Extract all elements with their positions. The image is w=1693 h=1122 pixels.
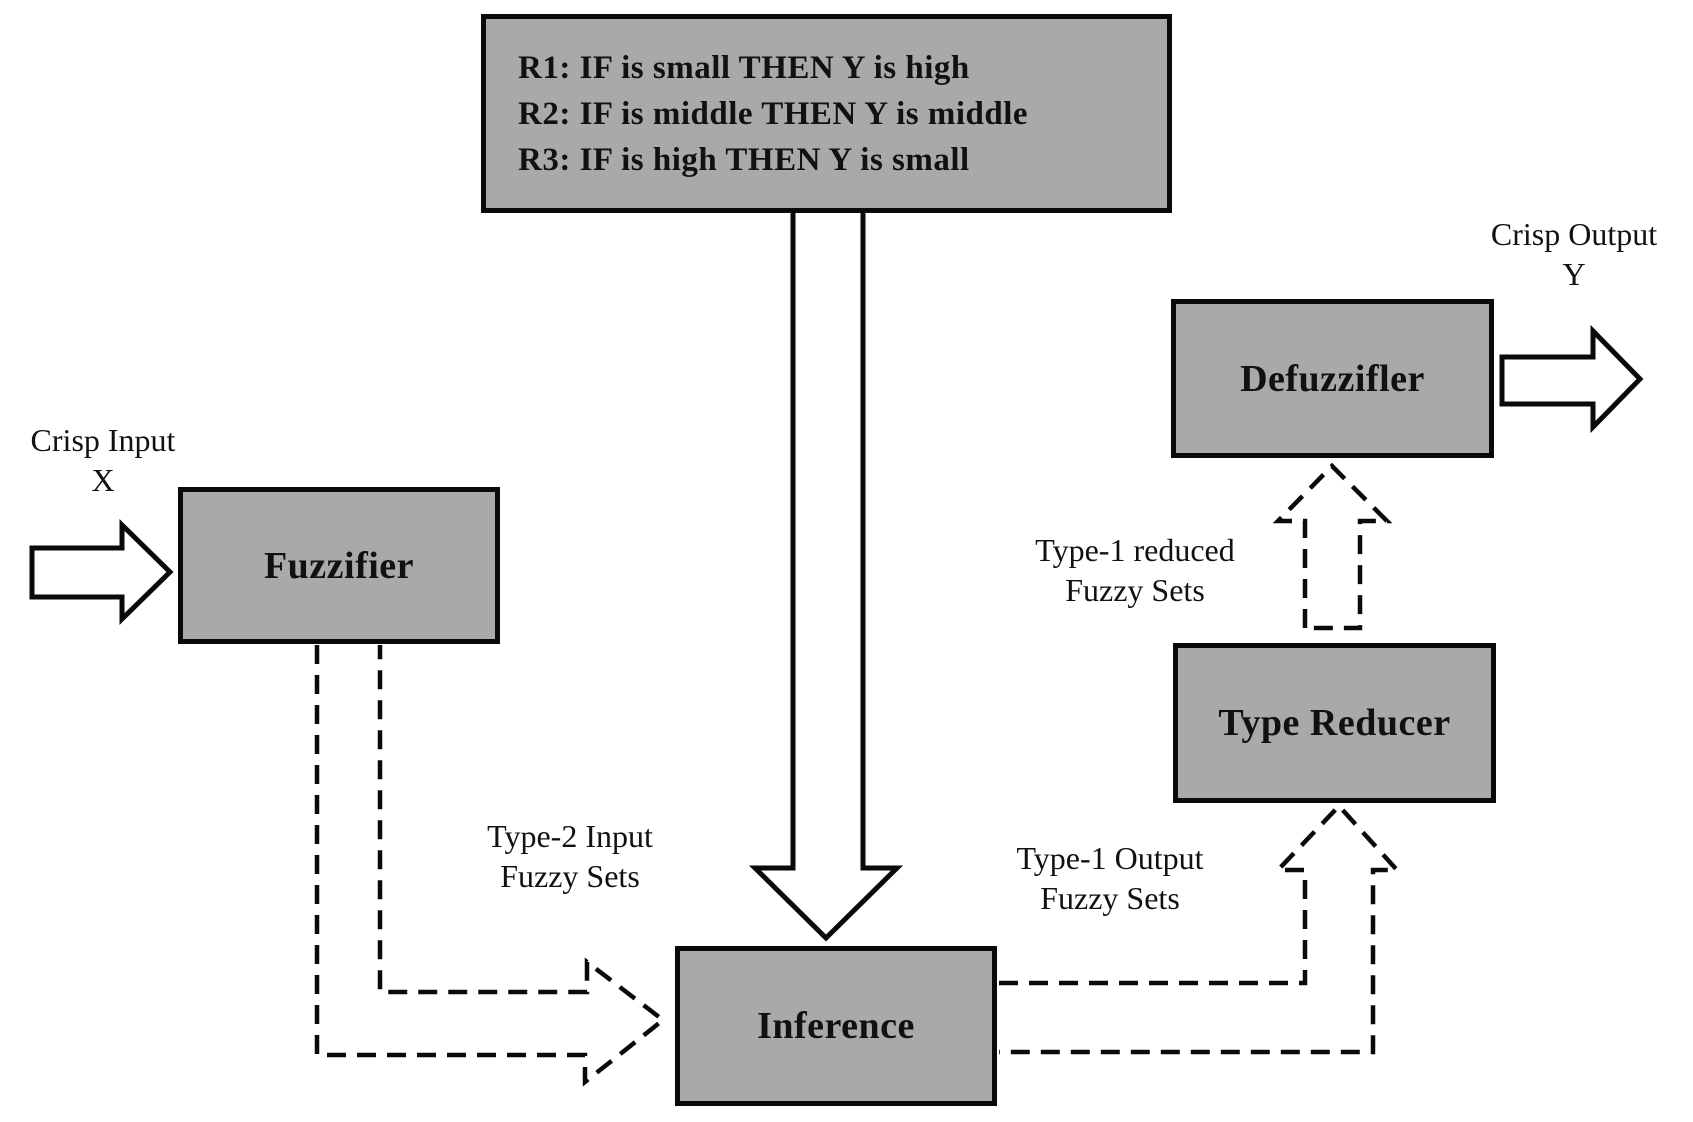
type-reducer-label: Type Reducer <box>1218 702 1451 744</box>
crisp-output-line1: Crisp Output <box>1490 216 1658 252</box>
defuzzifier-label: Defuzzifler <box>1240 357 1425 400</box>
rules-box: R1: IF is small THEN Y is high R2: IF is… <box>481 14 1172 213</box>
crisp-output-arrow <box>1499 324 1644 434</box>
inference-to-type-reducer-dashed-arrow <box>999 802 1403 1055</box>
crisp-input-line1: Crisp Input <box>30 422 176 458</box>
type-reducer-to-defuzzifier-dashed-arrow <box>1272 462 1393 631</box>
inference-label: Inference <box>757 1005 915 1047</box>
fuzzifier-label: Fuzzifier <box>263 544 415 587</box>
crisp-input-line2: X <box>91 462 115 498</box>
type2-input-fuzzy-sets-label: Type-2 Input Fuzzy Sets <box>445 816 695 896</box>
type2-input-line2: Fuzzy Sets <box>500 858 640 894</box>
type1-reduced-line2: Fuzzy Sets <box>1065 572 1205 608</box>
type2-input-line1: Type-2 Input <box>487 818 653 854</box>
type-reducer-box: Type Reducer <box>1173 643 1496 803</box>
crisp-output-line2: Y <box>1562 256 1586 292</box>
type1-reduced-line1: Type-1 reduced <box>1035 532 1235 568</box>
rule-2: R2: IF is middle THEN Y is middle <box>518 95 1029 132</box>
crisp-output-label: Crisp Output Y <box>1455 214 1693 294</box>
crisp-input-arrow <box>29 519 174 625</box>
rule-3: R3: IF is high THEN Y is small <box>518 141 970 178</box>
rules-to-inference-arrow <box>748 207 904 942</box>
defuzzifier-box: Defuzzifler <box>1171 299 1494 458</box>
type1-output-fuzzy-sets-label: Type-1 Output Fuzzy Sets <box>985 838 1235 918</box>
type1-output-line2: Fuzzy Sets <box>1040 880 1180 916</box>
type1-output-line1: Type-1 Output <box>1016 840 1204 876</box>
rule-1: R1: IF is small THEN Y is high <box>518 49 970 86</box>
type1-reduced-fuzzy-sets-label: Type-1 reduced Fuzzy Sets <box>1010 530 1260 610</box>
fuzzifier-box: Fuzzifier <box>178 487 500 644</box>
inference-box: Inference <box>675 946 997 1106</box>
crisp-input-label: Crisp Input X <box>3 420 203 500</box>
fuzzifier-to-inference-dashed-arrow <box>314 645 667 1087</box>
